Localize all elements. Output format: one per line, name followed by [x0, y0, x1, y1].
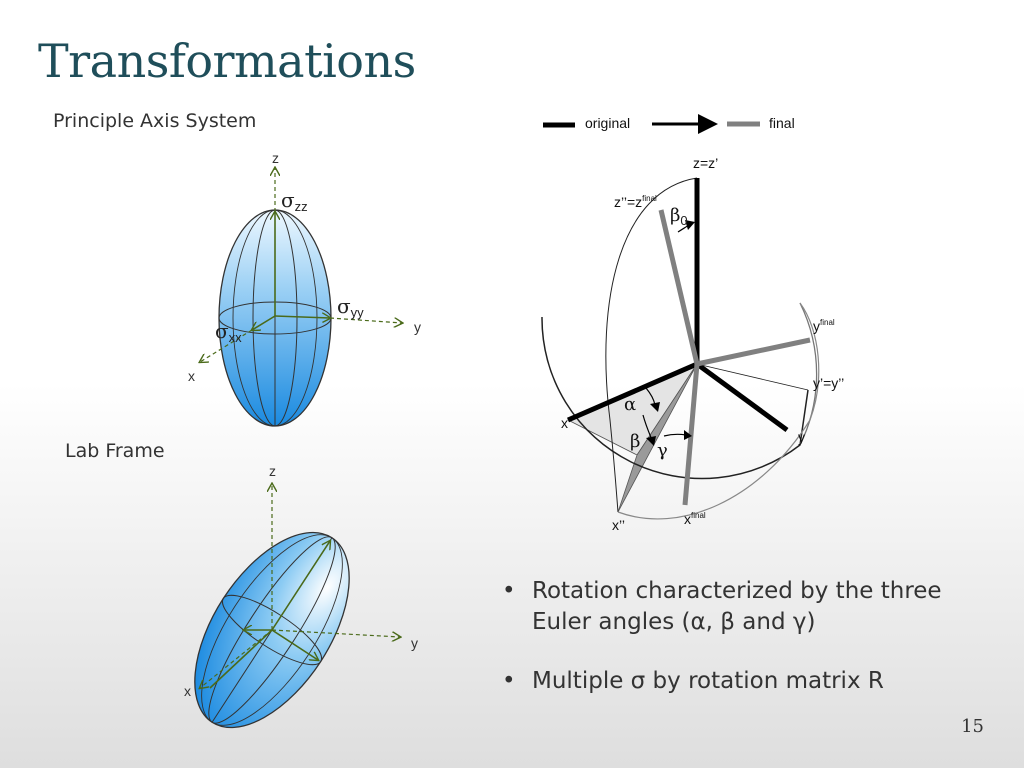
lab-x-label: x — [184, 683, 191, 699]
legend-original: original — [585, 115, 630, 131]
bullet-list: • Rotation characterized by the three Eu… — [500, 576, 1000, 725]
beta0-label: β0 — [670, 205, 688, 228]
pas-z-label: z — [272, 150, 279, 166]
beta-label: β — [630, 431, 640, 452]
bullet-item: • Multiple σ by rotation matrix R — [500, 666, 1000, 697]
principle-axis-label: Principle Axis System — [53, 110, 257, 132]
sigma-xx-label: σxx — [215, 319, 242, 345]
euler-legend — [543, 114, 760, 134]
slide-title: Transformations — [38, 34, 416, 88]
alpha-label: α — [624, 394, 636, 415]
page-number: 15 — [961, 716, 984, 737]
bullet-text-line: Euler angles (α, β and γ) — [532, 609, 816, 635]
y-eq-label: y’=y’’ — [813, 375, 844, 391]
bullet-dot: • — [502, 578, 516, 604]
sigma-yy-label: σyy — [337, 294, 364, 320]
bullet-text-line: Multiple σ by rotation matrix R — [532, 668, 884, 694]
lab-z-label: z — [269, 463, 276, 479]
lab-y-label: y — [411, 635, 418, 651]
y-label: y — [798, 429, 805, 445]
sigma-zz-label: σzz — [281, 188, 308, 214]
pas-ellipsoid — [200, 168, 402, 427]
x-label: x — [561, 415, 568, 431]
bullet-item: • Rotation characterized by the three Eu… — [500, 576, 1000, 638]
z2-eq-label: z’’=zfinal — [614, 194, 657, 210]
lab-frame-label: Lab Frame — [65, 440, 165, 462]
z-eq-label: z=z’ — [693, 155, 718, 171]
gamma-label: γ — [657, 440, 668, 461]
lab-ellipsoid — [194, 484, 400, 729]
bullet-dot: • — [502, 668, 516, 694]
x2-label: x’’ — [612, 517, 625, 533]
euler-diagram — [541, 177, 820, 520]
y-final-label: yfinal — [813, 318, 835, 334]
legend-final: final — [769, 115, 795, 131]
bullet-text-line: Rotation characterized by the three — [532, 578, 942, 604]
pas-y-label: y — [414, 319, 421, 335]
x-final-label: xfinal — [684, 511, 706, 527]
pas-x-label: x — [188, 368, 195, 384]
